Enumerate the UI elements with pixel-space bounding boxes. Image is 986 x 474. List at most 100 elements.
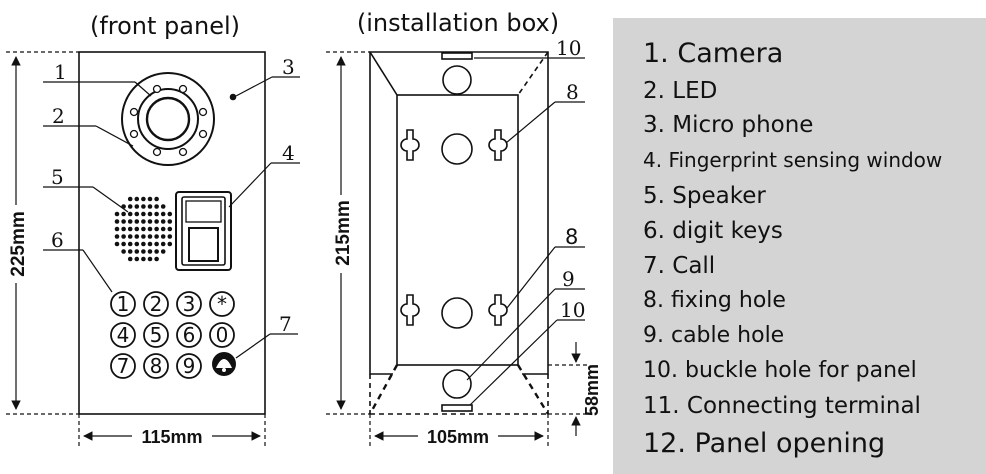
speaker-hole [141,256,146,262]
legend-item: 3. Micro phone [643,112,814,138]
keypad-key [176,322,202,348]
camera [121,72,215,166]
speaker-hole [147,249,153,254]
speaker-hole [121,211,126,217]
front-panel-title: (front panel) [90,12,240,40]
speaker-hole [134,226,140,232]
speaker-hole [160,204,166,209]
keypad-key-label: 9 [183,354,196,378]
speaker-hole [127,234,133,239]
speaker-hole [134,249,140,254]
speaker-hole [121,219,126,224]
speaker-hole [127,196,133,202]
front-width-label: 115mm [141,427,202,447]
callout-4: 4 [282,141,295,165]
installation-box-title: (installation box) [357,9,559,37]
speaker-hole [141,211,146,217]
front-panel-diagram: (front panel) [4,12,300,448]
speaker-hole [160,234,166,239]
keypad-key [110,291,136,317]
speaker-hole [114,226,120,232]
speaker-hole [160,226,166,232]
speaker-hole [167,234,173,239]
speaker-hole [147,241,153,247]
speaker-hole [127,241,133,247]
box-depth-label: 58mm [582,364,602,416]
speaker-hole [160,249,166,254]
cable-hole-bottom [442,369,472,399]
speaker-hole [134,196,140,202]
speaker-hole [134,219,140,224]
box-inner-wall [396,94,519,366]
keypad-key-label: 6 [183,323,196,347]
callout-5: 5 [51,165,64,189]
keypad-key-label: 2 [150,292,163,316]
speaker-hole [134,234,140,239]
buckle-hole-bottom [441,404,473,412]
speaker-hole [167,226,173,232]
box-callouts [466,57,585,406]
speaker-hole [141,204,146,209]
speaker-hole [141,234,146,239]
speaker-hole [121,226,126,232]
keypad-key-label: 4 [117,323,130,347]
microphone [229,93,237,101]
speaker-hole [154,226,159,232]
legend-item: 2. LED [643,78,718,104]
keypad-key [209,322,235,348]
speaker-hole [141,196,146,202]
front-panel-outline [78,51,266,415]
speaker-hole [134,256,140,262]
speaker-hole [141,219,146,224]
buckle-hole-top [441,52,473,60]
speaker-hole [167,241,173,247]
keypad-key [209,291,235,317]
legend-item: 10. buckle hole for panel [643,358,917,383]
legend-item: 5. Speaker [643,183,766,209]
keypad-key-label: 7 [117,354,130,378]
keypad-key-label: 1 [117,292,130,316]
legend-item: 11. Connecting terminal [643,393,921,419]
led-ring [129,84,208,157]
speaker-hole [147,256,153,262]
speaker-hole [147,226,153,232]
legend-item: 7. Call [643,253,716,279]
speaker-hole [127,256,133,262]
legend-item: 12. Panel opening [643,428,886,459]
speaker-hole [154,256,159,262]
speaker-hole [134,204,140,209]
speaker-hole [154,211,159,217]
call-key [212,352,236,376]
callout-10-top: 10 [556,36,581,60]
keypad-key-label: 5 [150,323,163,347]
callout-7: 7 [279,312,292,336]
speaker-hole [127,249,133,254]
speaker-hole [167,219,173,224]
speaker-hole [154,204,159,209]
fixing-holes [400,129,508,326]
keypad-key-label: 8 [150,354,163,378]
speaker-hole [154,219,159,224]
front-callouts [43,76,300,359]
box-outline [369,51,549,375]
speaker-hole [127,226,133,232]
speaker-hole [147,196,153,202]
speaker-hole [160,211,166,217]
keypad-key [143,353,169,379]
speaker-hole [127,204,133,209]
speaker-grille [114,196,173,262]
speaker-hole [114,241,120,247]
installation-box-diagram: (installation box) [326,9,602,448]
callout-6: 6 [51,228,64,252]
speaker-hole [154,249,159,254]
callout-2: 2 [52,104,65,128]
speaker-hole [147,219,153,224]
speaker-hole [167,211,173,217]
speaker-hole [154,241,159,247]
callout-1: 1 [54,60,67,84]
cable-hole-lower [441,297,473,329]
keypad-key [143,291,169,317]
cable-hole-upper [441,133,473,165]
